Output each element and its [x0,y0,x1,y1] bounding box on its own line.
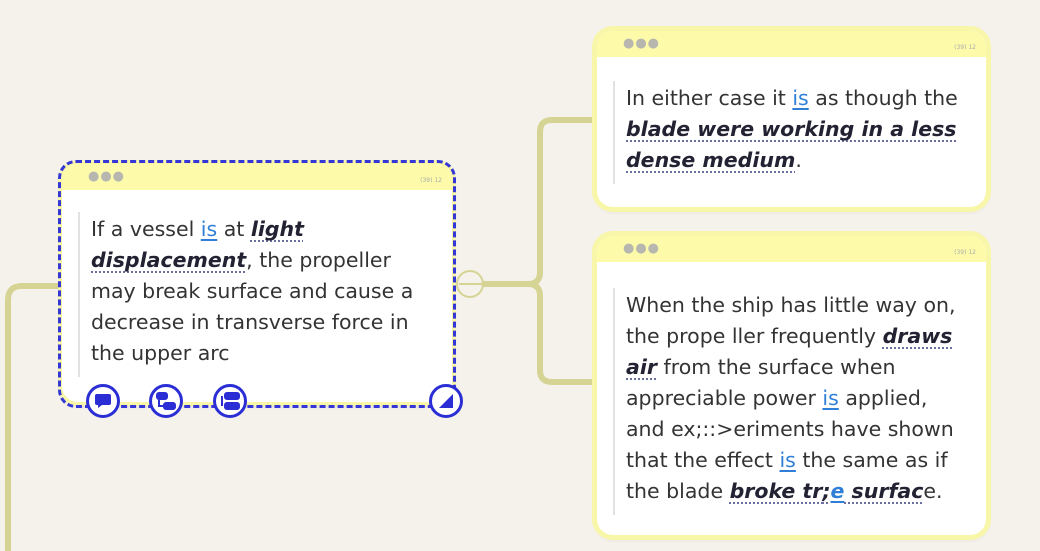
text-segment: , the propeller may break surface and ca… [91,248,414,365]
text-segment: e. [923,479,943,503]
expand-nodes-icon [221,392,240,410]
resize-corner-icon [439,394,453,408]
topic-card-selected[interactable]: ●●● (39) 12 If a vessel is at light disp… [62,164,452,402]
keyword-surfac[interactable]: surfac [844,479,924,503]
link-is[interactable]: is [779,448,796,472]
ellipsis-dots-icon[interactable]: ●●● [623,36,661,51]
keyword-broke[interactable]: broke tr [729,479,823,503]
text-segment: In either case it [626,86,793,110]
keyword-blade[interactable]: blade were working in a less dense mediu… [626,117,957,172]
text-segment: . [795,148,802,172]
topic-card[interactable]: ●●● (39) 12 When the ship has little way… [597,236,986,535]
collapse-branch-handle[interactable] [456,270,484,298]
link-is[interactable]: is [822,386,839,410]
keyword-draws-air[interactable]: draws air [626,324,953,379]
ellipsis-dots-icon[interactable]: ●●● [88,169,126,184]
link-e[interactable]: e [830,479,845,503]
add-child-topic-button[interactable] [149,384,183,418]
add-sibling-topic-button[interactable] [213,384,247,418]
text-segment: from the surface when appreciable power [626,355,896,410]
keyword-semicolon[interactable]: ; [822,479,831,503]
text-segment: as though the [808,86,958,110]
text-segment: applied, and ex;::>eriments have shown t… [626,386,954,472]
card-text[interactable]: When the ship has little way on, the pro… [613,288,972,515]
text-segment: If a vessel [91,217,201,241]
card-header[interactable]: ●●● (39) 12 [62,164,452,190]
text-segment: at [217,217,251,241]
link-is[interactable]: is [792,86,809,110]
card-counter: (39) 12 [954,249,976,256]
branch-nodes-icon [156,392,176,410]
ellipsis-dots-icon[interactable]: ●●● [623,241,661,256]
card-text[interactable]: If a vessel is at light displacement, th… [78,212,438,377]
text-segment: the same as if the blade [626,448,948,503]
keyword-displacement[interactable]: displacement [91,248,247,272]
text-segment: When the ship has little way on, the pro… [626,293,956,348]
resize-card-button[interactable] [429,384,463,418]
card-text[interactable]: In either case it is as though the blade… [613,81,972,184]
link-is[interactable]: is [200,217,218,241]
card-header[interactable]: ●●● (39) 12 [597,31,986,57]
speech-bubble-icon [95,394,111,408]
card-counter: (39) 12 [420,177,442,184]
keyword-light[interactable]: light [250,217,304,241]
topic-card[interactable]: ●●● (39) 12 In either case it is as thou… [597,31,986,207]
card-counter: (39) 12 [954,44,976,51]
add-comment-button[interactable] [86,384,120,418]
card-header[interactable]: ●●● (39) 12 [597,236,986,262]
